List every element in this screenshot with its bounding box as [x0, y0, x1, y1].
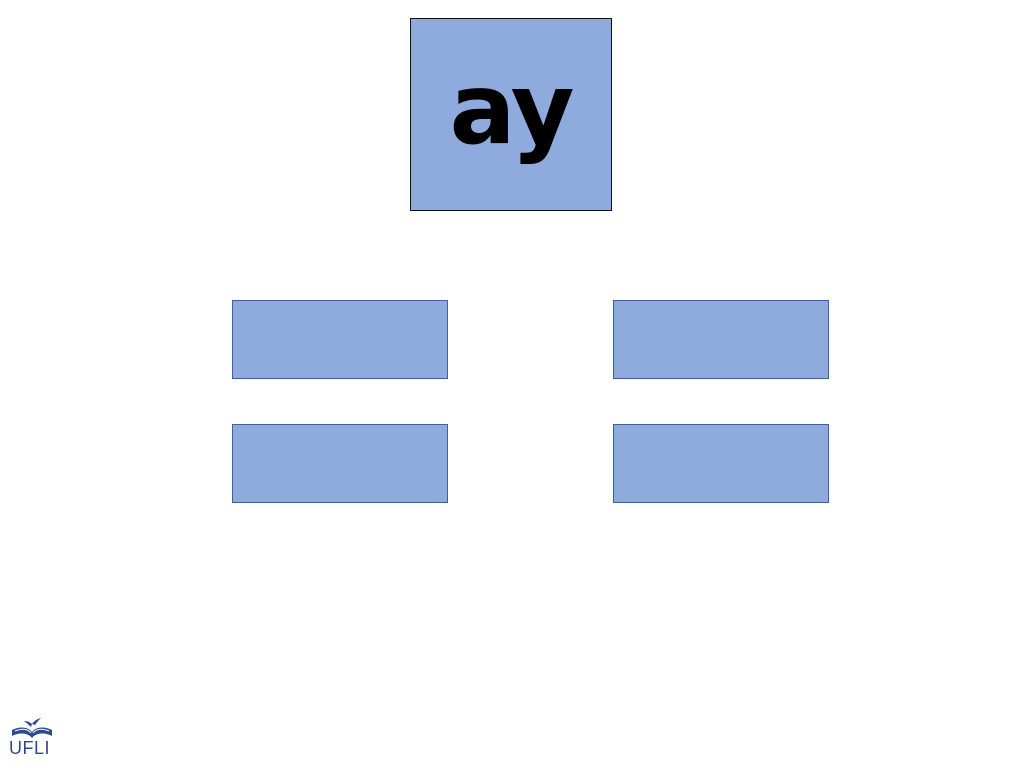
word-box-3[interactable] — [232, 424, 448, 503]
word-box-1[interactable] — [232, 300, 448, 379]
ufli-logo: UFLI — [8, 716, 56, 762]
logo-text: UFLI — [9, 738, 51, 758]
word-box-2[interactable] — [613, 300, 829, 379]
phonogram-text: ay — [449, 52, 575, 167]
open-book-bird-icon — [12, 718, 52, 738]
phonogram-card: ay — [410, 18, 612, 211]
word-box-4[interactable] — [613, 424, 829, 503]
